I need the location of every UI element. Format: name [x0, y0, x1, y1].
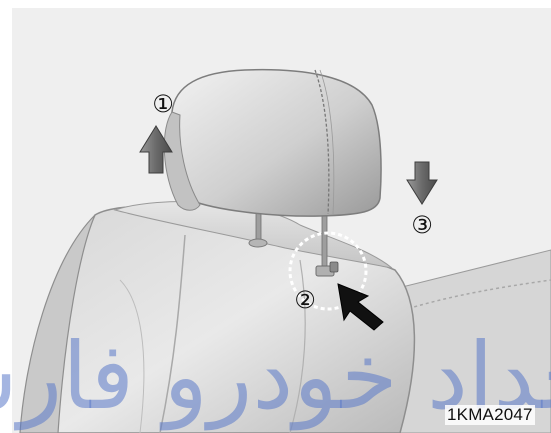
headrest-post-right [322, 208, 327, 270]
release-button [330, 262, 338, 272]
step-label-2: ② [294, 286, 316, 314]
headrest [171, 70, 381, 216]
step-label-1: ① [152, 90, 174, 118]
figure-code: 1KMA2047 [445, 405, 535, 425]
step-label-3: ③ [411, 211, 433, 239]
post-guide-left [249, 239, 267, 247]
